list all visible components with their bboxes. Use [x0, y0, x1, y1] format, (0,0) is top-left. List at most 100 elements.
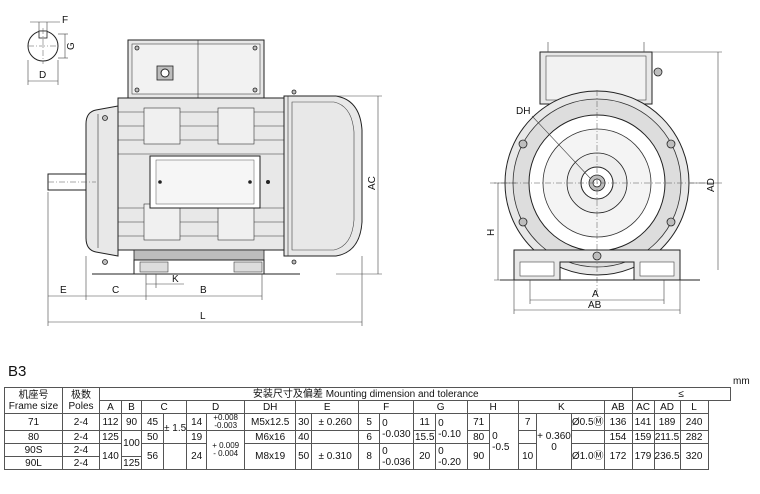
cell-e-tol: ± 0.260: [311, 413, 360, 431]
unit-label: mm: [733, 376, 750, 387]
cell-l: 282: [679, 430, 709, 444]
cell-d: 24: [186, 443, 208, 470]
cell-l: 240: [679, 413, 709, 431]
cell-ab: 172: [603, 443, 633, 470]
cell-h: 90: [467, 443, 491, 470]
table-row: 71 2-4 112 90 45 ± 1.5 14 +0.008 -0.003 …: [4, 413, 731, 470]
cell-a: 125: [99, 430, 122, 444]
cell-dh: M8x19: [244, 443, 297, 470]
cell-k: 7: [518, 413, 538, 431]
cell-b: 100: [121, 430, 142, 457]
table-row: 90L 2-4 125: [4, 456, 731, 470]
cell-h-tol: 0 -0.5: [489, 413, 520, 470]
frame-size-en: Frame size: [8, 400, 59, 412]
col-ac: AC: [631, 400, 655, 414]
side-label-e: E: [60, 285, 67, 296]
col-ad: AD: [653, 400, 681, 414]
cell-dh: M6x16: [244, 430, 297, 444]
frame-size-cn: 机座号: [18, 389, 49, 401]
keyway-label-f: F: [62, 15, 68, 26]
cell-b: 90: [121, 413, 142, 431]
cell-ad: 211.5: [653, 430, 681, 444]
table-row: 80 2-4 125 100 50 19 + 0.009 - 0.004 M6x…: [4, 430, 731, 470]
cell-g: 20: [413, 443, 437, 470]
cell-k-tol: + 0.360 0: [536, 413, 572, 470]
cell-k-pos: Ø1.0Ⓜ: [570, 443, 605, 470]
cell-frame: 90L: [4, 456, 63, 470]
cell-c: 56: [141, 443, 164, 470]
side-label-k: K: [172, 274, 179, 285]
cell-e-tol: ± 0.310: [311, 443, 360, 470]
keyway-label-g: G: [66, 42, 77, 50]
cell-f: 8: [358, 443, 381, 470]
cell-ac: 141: [631, 413, 655, 431]
cell-dh: M5x12.5: [244, 413, 297, 431]
cell-b: 125: [121, 456, 142, 470]
cell-c: 45: [141, 413, 164, 431]
col-ab: AB: [603, 400, 633, 414]
poles-en: Poles: [68, 400, 94, 412]
front-label-a: A: [592, 289, 599, 300]
keyway-section: F G D: [27, 15, 77, 85]
cell-a: 140: [99, 443, 122, 470]
header-row-2: A B C D DH E F G H K AB AC AD L: [5, 400, 731, 414]
cell-k-blank: [518, 430, 538, 444]
cell-k-pos: Ø0.5Ⓜ: [570, 413, 605, 431]
front-label-h: H: [486, 229, 497, 236]
cell-frame: 90S: [4, 443, 63, 457]
cell-e-tol-blank: [311, 430, 360, 444]
cell-d-tol-90: + 0.009 - 0.004: [206, 430, 246, 470]
cell-e: 40: [295, 430, 313, 444]
cell-frame: 80: [4, 430, 63, 444]
col-a: A: [99, 400, 122, 414]
cell-ab: 154: [603, 430, 633, 444]
cell-g: 11: [413, 413, 437, 431]
cell-kpos-blank: [570, 430, 605, 444]
col-e: E: [295, 400, 360, 414]
col-h: H: [467, 400, 520, 414]
col-c: C: [140, 400, 188, 414]
cell-l: 320: [679, 443, 709, 470]
cell-poles: 2-4: [62, 413, 100, 431]
cell-poles: 2-4: [62, 430, 100, 444]
cell-frame: 71: [4, 413, 63, 431]
cell-c: 50: [141, 430, 164, 444]
cell-d: 14: [186, 413, 208, 431]
col-d: D: [186, 400, 246, 414]
cell-c-tol-blank: [162, 443, 188, 470]
cell-f: 6: [358, 430, 381, 444]
side-label-b: B: [200, 285, 207, 296]
cell-ac: 179: [631, 443, 655, 470]
cell-d-tol: +0.008 -0.003: [206, 413, 246, 431]
table-row: 90S 2-4 140 56 24 M8x19 50 ± 0.310 8 0 -…: [4, 443, 731, 470]
keyway-label-d: D: [39, 70, 46, 81]
mounting-header: 安装尺寸及偏差 Mounting dimension and tolerance: [99, 387, 633, 401]
col-k: K: [518, 400, 605, 414]
cell-h: 71: [467, 413, 491, 431]
cell-k: 10: [518, 443, 538, 470]
side-label-c: C: [112, 285, 119, 296]
side-label-ac: AC: [367, 176, 378, 190]
cell-ac: 159: [631, 430, 655, 444]
poles-cn: 极数: [71, 389, 91, 401]
side-label-l: L: [200, 311, 206, 322]
table-title: B3: [8, 363, 27, 380]
cell-g: 15.5: [413, 430, 437, 444]
cell-f-tol: 0 -0.030: [379, 413, 415, 444]
front-label-ad: AD: [706, 178, 717, 192]
cell-ad: 236.5: [653, 443, 681, 470]
cell-f: 5: [358, 413, 381, 431]
col-g: G: [413, 400, 469, 414]
cell-f-tol: 0 -0.036: [379, 443, 415, 470]
front-label-dh: DH: [516, 106, 530, 117]
front-view: DH H A AB AD: [486, 42, 722, 314]
col-f: F: [358, 400, 415, 414]
cell-poles: 2-4: [62, 456, 100, 470]
cell-g-tol: 0 -0.10: [435, 413, 469, 444]
cell-ad: 189: [653, 413, 681, 431]
cell-c-tol: ± 1.5: [162, 413, 188, 444]
side-view: E C K B L AC: [47, 39, 382, 326]
cell-ab: 136: [603, 413, 633, 431]
cell-e: 30: [295, 413, 313, 431]
